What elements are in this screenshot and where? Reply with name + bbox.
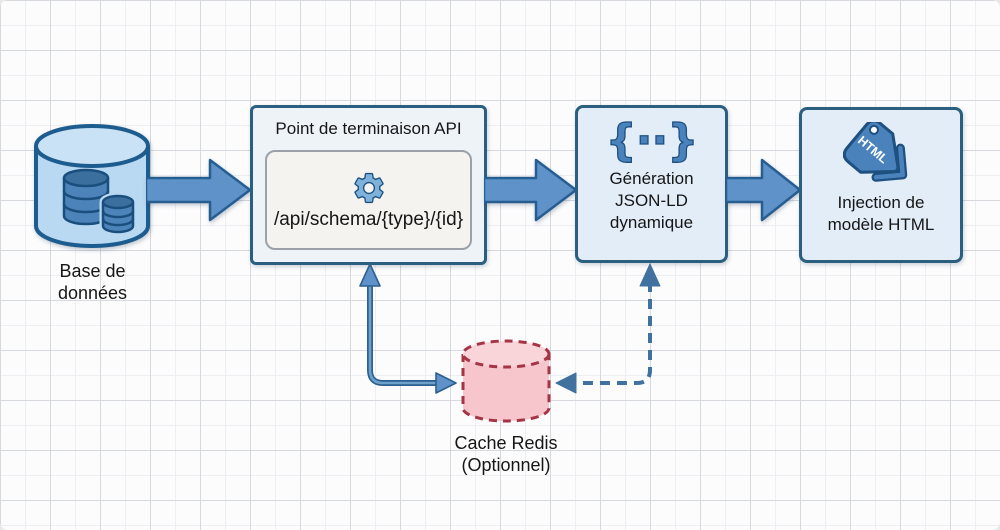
database-cylinder-icon bbox=[34, 124, 150, 248]
html-injection-node: HTML Injection de modèle HTML bbox=[799, 107, 963, 263]
curly-braces-icon: {··} bbox=[605, 114, 699, 166]
jsonld-node-label: Génération JSON-LD dynamique bbox=[609, 169, 694, 232]
html-tag-icon: HTML bbox=[843, 122, 908, 182]
arrow-jsonld-to-html bbox=[726, 158, 802, 222]
connector-api-cache bbox=[359, 263, 457, 394]
api-node-title: Point de terminaison API bbox=[275, 119, 462, 138]
gear-icon bbox=[353, 172, 384, 203]
cache-label: Cache Redis (Optionnel) bbox=[454, 433, 558, 475]
api-endpoint-box: /api/schema/{type}/{id} bbox=[265, 150, 472, 250]
arrow-api-to-jsonld bbox=[484, 158, 578, 222]
redis-cylinder-icon bbox=[461, 339, 551, 423]
connector-jsonld-cache bbox=[555, 263, 661, 394]
small-disk-stack bbox=[99, 192, 137, 236]
arrow-db-to-api bbox=[146, 158, 252, 222]
database-label: Base de données bbox=[57, 261, 128, 303]
jsonld-generation-node: {··} Génération JSON-LD dynamique bbox=[575, 105, 728, 263]
api-endpoint-path: /api/schema/{type}/{id} bbox=[273, 208, 464, 230]
html-node-label: Injection de modèle HTML bbox=[827, 193, 935, 234]
api-endpoint-node: Point de terminaison API /api/schema/{ty… bbox=[250, 105, 487, 265]
